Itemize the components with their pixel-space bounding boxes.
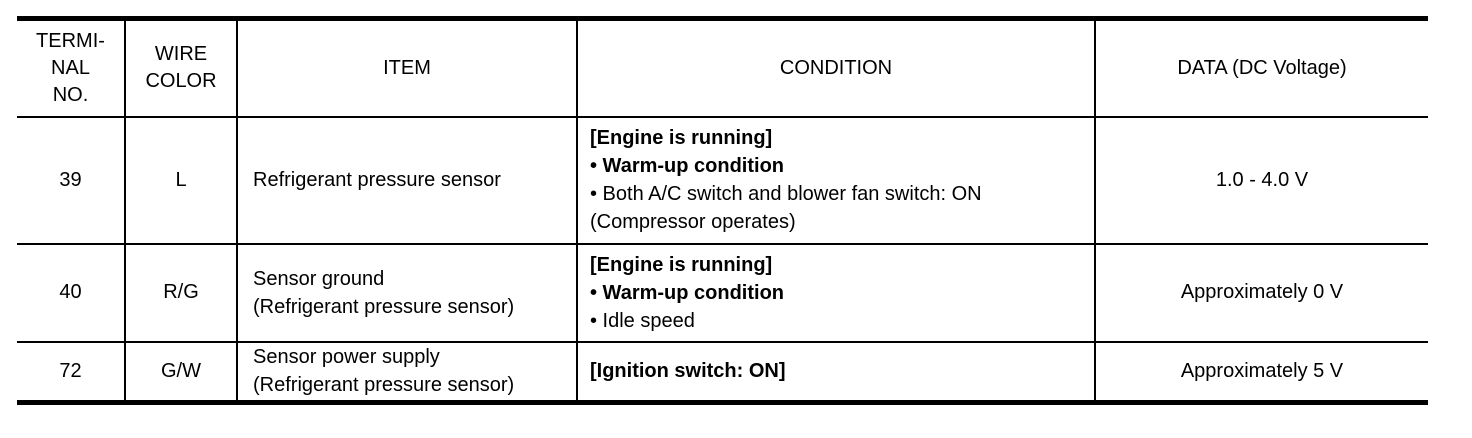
header-terminal-no: TERMI- NAL NO. [17,17,126,118]
wire-color-cell: L [124,115,238,245]
item-cell: Sensor ground (Refrigerant pressure sens… [236,242,578,343]
condition-line: [Engine is running] [590,253,773,276]
item-cell: Refrigerant pressure sensor [236,115,578,245]
condition-line: [Engine is running] [590,127,773,149]
data-cell: Approximately 0 V [1094,242,1428,343]
condition-line: • Idle speed [590,309,695,332]
wire-color-cell: R/G [124,242,238,343]
header-wire-color: WIRE COLOR [124,17,238,118]
data-cell: Approximately 5 V [1094,340,1428,404]
header-data: DATA (DC Voltage) [1094,17,1428,118]
terminal-no-cell: 72 [17,340,126,404]
header-line: NO. [52,83,89,106]
item-line: Sensor power supply [253,346,440,369]
condition-line: • Both A/C switch and blower fan switch:… [590,183,982,205]
data-cell: 1.0 - 4.0 V [1094,115,1428,245]
item-cell: Sensor power supply (Refrigerant pressur… [236,340,578,404]
table-row: 39 L Refrigerant pressure sensor [Engine… [17,115,1428,245]
wire-color-cell: G/W [124,340,238,404]
header-line: TERMI- [36,29,105,52]
condition-cell: [Engine is running] • Warm-up condition … [576,115,1096,245]
table-row: 72 G/W Sensor power supply (Refrigerant … [17,340,1428,404]
header-row: TERMI- NAL NO. WIRE COLOR ITEM CONDITION… [17,17,1428,118]
terminal-spec-table: TERMI- NAL NO. WIRE COLOR ITEM CONDITION… [17,16,1428,405]
header-item: ITEM [236,17,578,118]
item-line: (Refrigerant pressure sensor) [253,374,515,397]
item-line: Sensor ground [253,267,385,290]
header-line: COLOR [145,70,217,93]
item-line: Refrigerant pressure sensor [253,169,501,191]
table-row: 40 R/G Sensor ground (Refrigerant pressu… [17,242,1428,343]
condition-line: • Warm-up condition [590,155,785,177]
terminal-no-cell: 40 [17,242,126,343]
condition-line: • Warm-up condition [590,281,785,304]
condition-line: (Compressor operates) [590,211,796,233]
terminal-spec-table-container: TERMI- NAL NO. WIRE COLOR ITEM CONDITION… [17,16,1428,405]
header-condition: CONDITION [576,17,1096,118]
condition-line: [Ignition switch: ON] [590,360,786,383]
item-line: (Refrigerant pressure sensor) [253,295,515,318]
header-line: NAL [51,56,90,79]
condition-cell: [Ignition switch: ON] [576,340,1096,404]
header-line: WIRE [154,43,208,66]
terminal-no-cell: 39 [17,115,126,245]
condition-cell: [Engine is running] • Warm-up condition … [576,242,1096,343]
